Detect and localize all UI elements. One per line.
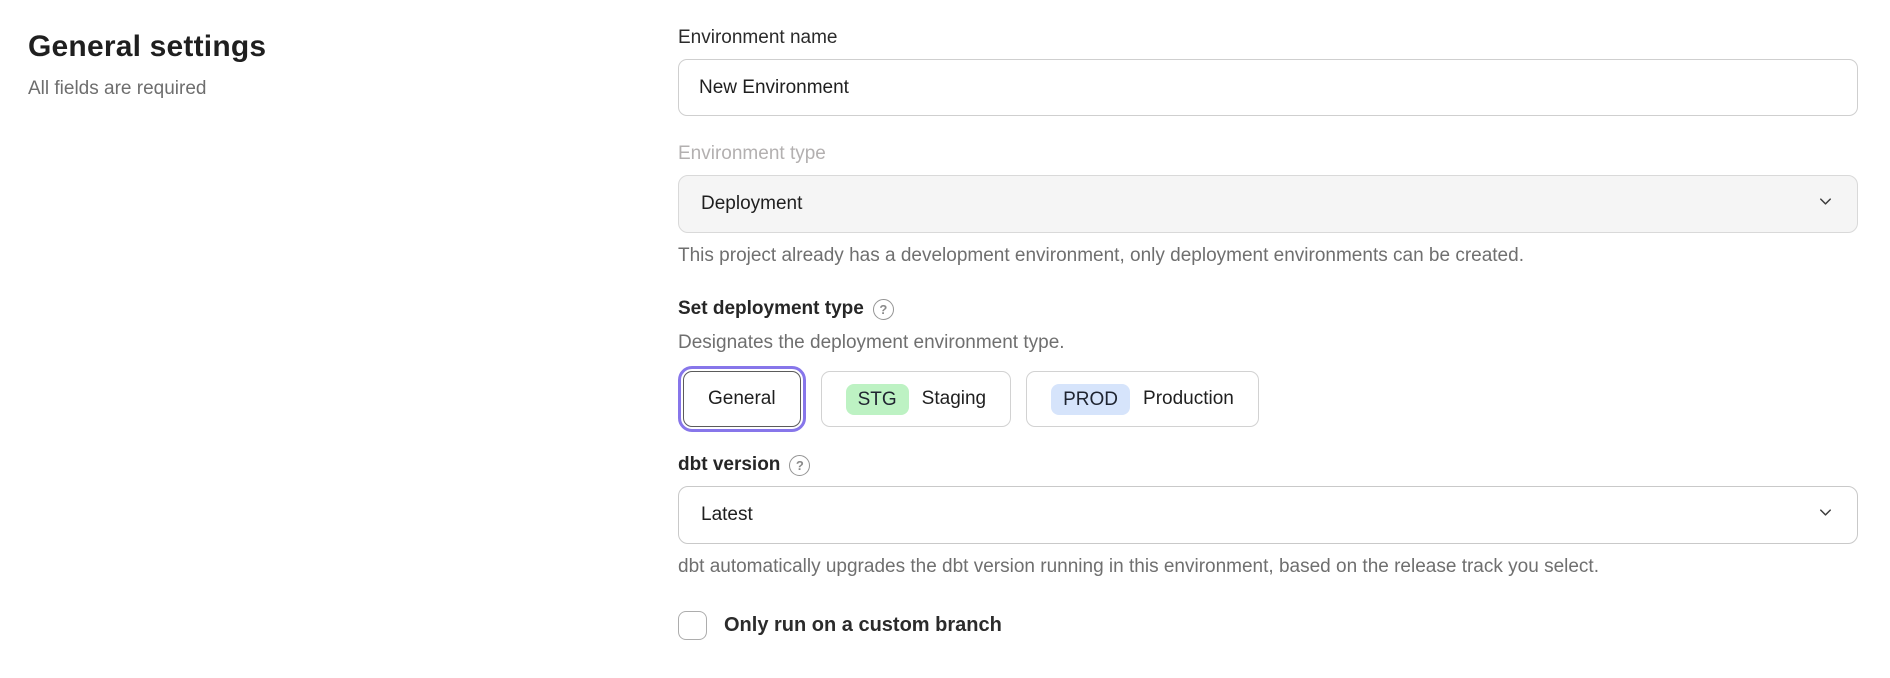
custom-branch-row: Only run on a custom branch (678, 611, 1858, 640)
deployment-type-staging-label: Staging (921, 388, 987, 409)
dbt-version-select[interactable]: Latest (678, 486, 1858, 544)
deployment-type-production-button[interactable]: PROD Production (1026, 371, 1259, 427)
page-subtitle: All fields are required (28, 78, 207, 99)
environment-name-input[interactable] (678, 59, 1858, 116)
dbt-version-label: dbt version ? (678, 454, 811, 476)
environment-name-label: Environment name (678, 27, 838, 48)
dbt-version-value: Latest (701, 504, 753, 525)
deployment-type-label-text: Set deployment type (678, 298, 864, 319)
deployment-type-label: Set deployment type ? (678, 298, 894, 320)
dbt-version-field: dbt version ? Latest dbt automatically u… (678, 454, 1858, 578)
page-title: General settings (28, 30, 267, 63)
deployment-type-field: Set deployment type ? Designates the dep… (678, 298, 1858, 432)
chevron-down-icon (1816, 503, 1835, 528)
help-icon[interactable]: ? (872, 298, 894, 320)
environment-name-field: Environment name (678, 27, 1858, 116)
dbt-version-label-text: dbt version (678, 454, 781, 475)
section-header: General settings All fields are required (0, 0, 678, 640)
environment-form: Environment name Environment type Deploy… (678, 0, 1890, 640)
deployment-type-options: General STG Staging PROD Production (678, 366, 1858, 432)
staging-badge: STG (845, 383, 909, 415)
environment-type-value: Deployment (701, 193, 803, 214)
deployment-type-general-label: General (708, 388, 776, 409)
custom-branch-label: Only run on a custom branch (724, 614, 1002, 636)
environment-type-helper: This project already has a development e… (678, 245, 1524, 266)
dbt-version-helper: dbt automatically upgrades the dbt versi… (678, 556, 1599, 577)
help-icon[interactable]: ? (789, 454, 811, 476)
environment-type-select: Deployment (678, 175, 1858, 233)
deployment-type-general-button[interactable]: General (678, 366, 806, 432)
deployment-type-staging-button[interactable]: STG Staging (820, 371, 1012, 427)
deployment-type-production-label: Production (1143, 388, 1234, 409)
environment-type-label: Environment type (678, 143, 826, 164)
general-settings-page: General settings All fields are required… (0, 0, 1890, 640)
production-badge: PROD (1051, 383, 1131, 415)
chevron-down-icon (1816, 192, 1835, 217)
deployment-type-helper: Designates the deployment environment ty… (678, 332, 1065, 353)
custom-branch-checkbox[interactable] (678, 611, 707, 640)
environment-type-field: Environment type Deployment This project… (678, 143, 1858, 267)
